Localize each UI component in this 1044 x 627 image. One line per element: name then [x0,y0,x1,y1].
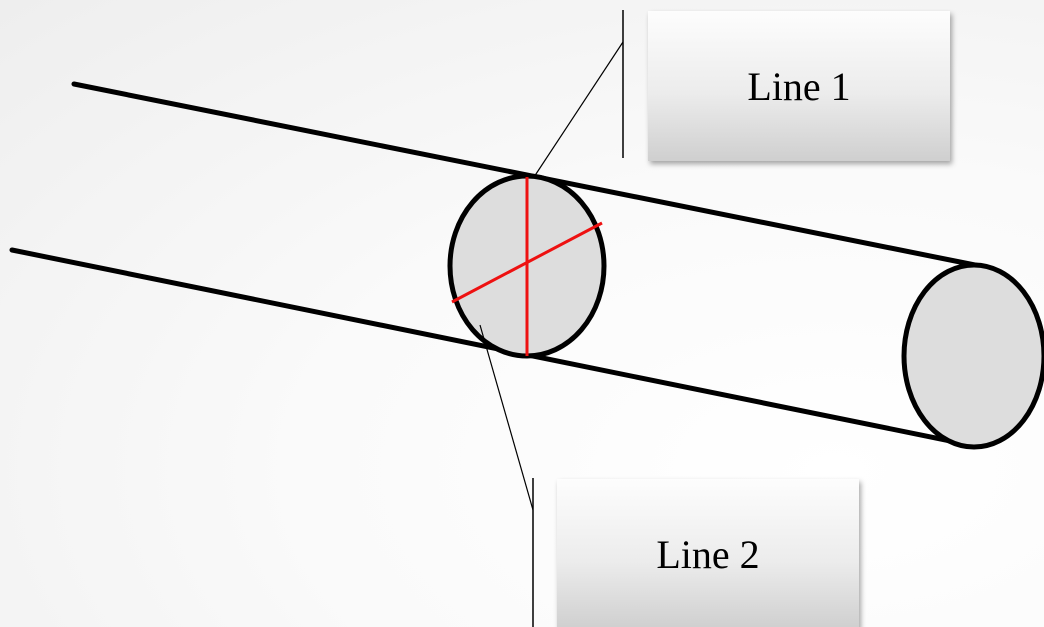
callout-line-1-label: Line 1 [747,63,851,109]
callout-1-leader [533,41,624,178]
callout-line-2: Line 2 [557,479,859,627]
callout-line-2-label: Line 2 [656,531,760,577]
end-cap-ellipse [901,262,1044,450]
callout-2-leader [479,324,534,511]
callout-line-1: Line 1 [648,11,950,161]
diagonal-red-line [451,221,603,304]
